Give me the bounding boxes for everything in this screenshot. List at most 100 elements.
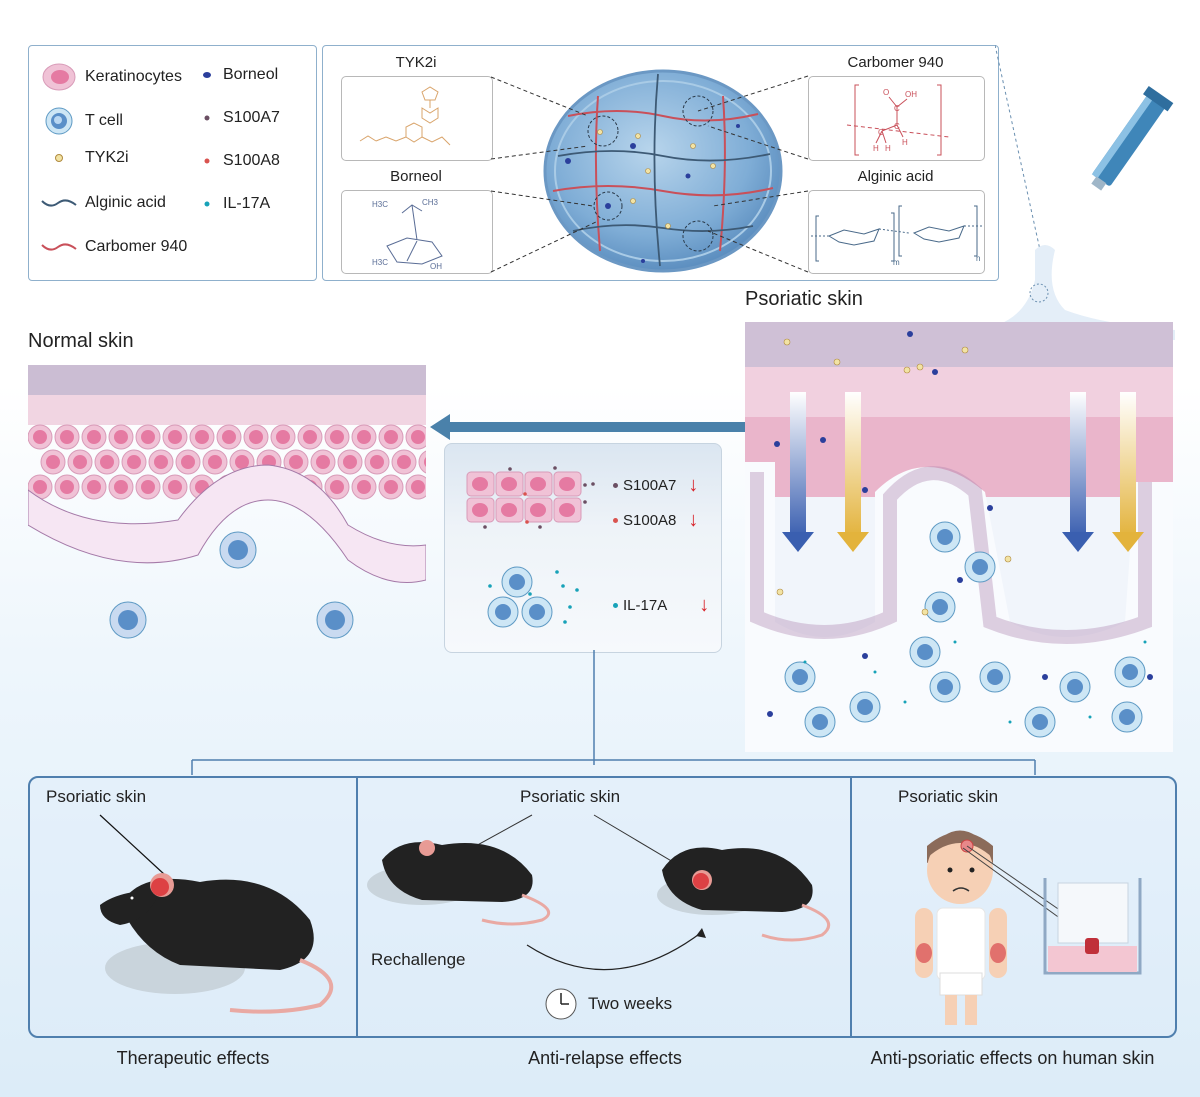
t-cell-cluster [487,566,579,628]
legend-label: S100A7 [223,109,280,126]
panel-2-title: Psoriatic skin [520,787,621,806]
carbomer-atom: H [902,138,908,147]
keratinocyte-nucleus [33,480,47,494]
keratinocyte-nucleus [235,455,249,469]
keratinocyte-nucleus [289,455,303,469]
keratinocyte-nucleus [181,455,195,469]
keratinocyte-nucleus [343,455,357,469]
keratinocyte-cell [418,450,426,474]
keratinocyte-nucleus [141,480,155,494]
keratinocyte-nucleus [114,430,128,444]
keratinocyte-nucleus [357,430,371,444]
keratinocyte-nucleus [316,455,330,469]
decrease-arrow-icon: ↓ [699,594,710,616]
keratinocyte-nucleus [411,430,425,444]
keratinocyte-nucleus [384,480,398,494]
keratinocyte-nucleus [60,430,74,444]
alginic-structure: m n [808,190,985,274]
legend-item-alginic-acid: Alginic acid [39,194,166,212]
clock-icon [545,988,577,1020]
carbomer-atom: OH [905,90,917,99]
legend-label: Borneol [223,66,279,83]
carbomer-atom: C [878,128,884,137]
marker-label: S100A8 [623,512,677,529]
legend-panel: Keratinocytes T cell TYK2i Alginic acid … [28,45,317,281]
panel-3-caption: Anti-psoriatic effects on human skin [870,1048,1155,1068]
psoriatic-lesion-icon [693,873,709,889]
marker-row-s100a8: S100A8 ↓ [613,509,698,532]
legend-item-tyk2i: TYK2i [39,149,129,167]
biomarker-panel: S100A7 ↓ S100A8 ↓ IL-17A ↓ [444,443,722,653]
keratinocyte-nucleus [249,430,263,444]
keratinocyte-nucleus [127,455,141,469]
legend-item-keratinocytes: Keratinocytes [39,63,182,91]
keratinocyte-nucleus [370,455,384,469]
legend-label: Alginic acid [85,194,166,211]
carbomer-atom: H [873,144,879,153]
zoom-connector-lines [490,75,809,273]
child-patient [915,830,1007,1025]
transwell-culture-icon [1043,878,1142,975]
keratinocyte-nucleus [141,430,155,444]
keratinocyte-nucleus [303,430,317,444]
psoriatic-skin-illustration [745,322,1173,752]
keratinocyte-nucleus [60,480,74,494]
legend-item-s100a7: S100A7 [197,109,280,127]
borneol-molecule-icon: H3C CH3 H3C OH [372,198,443,271]
keratinocyte-nucleus [154,455,168,469]
mouse-relapse-illustration [367,814,831,971]
legend-item-il17a: IL-17A [197,195,270,213]
s100a8-dot-icon [613,518,618,523]
legend-label: TYK2i [85,149,129,166]
decrease-arrow-icon: ↓ [688,509,699,531]
hydrogel-panel: TYK2i Borneol H3C CH3 H3C OH [322,45,999,281]
carbomer-wave-icon [39,240,79,254]
borneol-atom: OH [430,262,442,271]
mouse-rechallenge [367,840,551,926]
borneol-penetration-arrow [790,392,806,537]
keratinocyte-nucleus [168,480,182,494]
il17a-dot-icon [197,200,217,208]
normal-skin-illustration [28,365,426,639]
keratinocyte-nucleus [100,455,114,469]
duration-label: Two weeks [588,994,673,1013]
keratinocyte-nucleus [276,430,290,444]
psoriatic-skin-label: Psoriatic skin [745,288,863,310]
connector-tree [191,650,1036,775]
keratinocyte-cluster [466,466,595,529]
panel-1-title: Psoriatic skin [46,787,147,806]
t-cell-icon [39,106,79,136]
alginic-acid-wave-icon [39,196,79,210]
decrease-arrow-icon: ↓ [688,474,699,496]
carbomer-molecule-icon: O OH C C C H H H [846,84,950,156]
effects-divider [850,776,852,1036]
carbomer-atom: C [894,104,900,113]
carbomer-title: Carbomer 940 [847,54,944,71]
borneol-dot-icon [197,70,217,80]
borneol-atom: H3C [372,258,388,267]
arrow-left-icon [430,414,746,440]
mouse-therapeutic-illustration [99,814,334,1014]
treatment-arrow [430,414,746,440]
tube-icon [1091,85,1174,191]
borneol-title: Borneol [390,168,442,185]
keratinocyte-nucleus [87,430,101,444]
marker-row-il17a: IL-17A ↓ [613,594,709,617]
legend-label: T cell [85,112,123,129]
legend-label: Keratinocytes [85,68,182,85]
keratinocyte-nucleus [330,430,344,444]
alginic-title: Alginic acid [857,168,934,185]
tyk2i-molecule-icon [359,86,451,146]
tyk2i-penetration-arrow [845,392,861,537]
keratinocyte-nucleus [357,480,371,494]
panel-1-caption: Therapeutic effects [116,1048,270,1068]
s100a7-dot-icon [197,114,217,122]
legend-label: S100A8 [223,152,280,169]
s100a7-dot-icon [613,483,618,488]
alginic-subscript: m [893,258,900,267]
keratinocyte-nucleus [424,457,426,467]
keratinocyte-nucleus [168,430,182,444]
keratinocyte-nucleus [397,455,411,469]
carbomer-structure: O OH C C C H H H [808,76,985,161]
rechallenge-label: Rechallenge [371,950,466,969]
